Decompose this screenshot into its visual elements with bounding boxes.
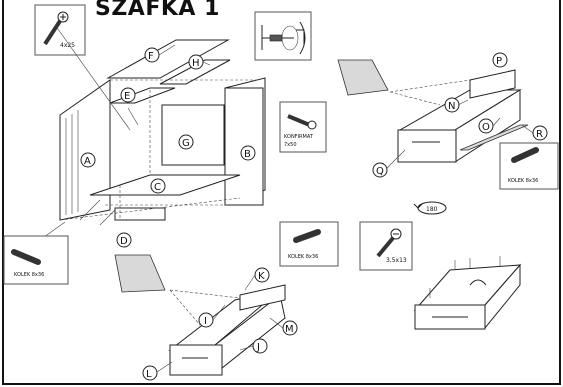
- part-label-b: B: [240, 145, 256, 161]
- rotate-180-label: 180: [426, 206, 438, 213]
- svg-text:E: E: [124, 91, 130, 102]
- drawer-front-q: [397, 129, 457, 163]
- part-label-d: D: [116, 232, 132, 248]
- part-label-k: K: [254, 267, 270, 283]
- screw-35x13-callout: 3,5x13: [359, 221, 413, 271]
- dowel-left-callout: KOLEK 8x36: [3, 235, 69, 285]
- part-label-f: F: [144, 47, 160, 63]
- glue-bottle-bottom: [114, 254, 166, 293]
- svg-text:H: H: [192, 58, 200, 69]
- svg-text:N: N: [448, 101, 455, 112]
- drawer-assembly-top: [337, 59, 529, 163]
- svg-text:J: J: [256, 342, 260, 353]
- part-label-n: N: [444, 97, 460, 113]
- svg-text:G: G: [182, 138, 190, 149]
- svg-text:L: L: [146, 369, 152, 380]
- drawer-assembly-bottom: [114, 254, 286, 376]
- drawer-back-k: [239, 284, 286, 311]
- svg-text:O: O: [482, 122, 490, 133]
- top-panel-f: [106, 39, 230, 79]
- side-panel-a: [59, 79, 111, 221]
- dowel-left-label: KOLEK 8x36: [14, 272, 44, 278]
- dowel-middle-label: KOLEK 8x36: [288, 254, 318, 260]
- konfirmat-size-label: 7x50: [284, 142, 297, 148]
- svg-text:A: A: [84, 156, 91, 167]
- dowel-middle-callout: KOLEK 8x36: [279, 221, 339, 267]
- shelf-e: [109, 87, 176, 104]
- part-label-h: H: [188, 54, 204, 70]
- svg-text:Q: Q: [376, 166, 384, 177]
- konfirmat-box: [279, 101, 327, 153]
- konfirmat-name-label: KONFIRMAT: [284, 134, 314, 140]
- dowel-right-label: KOLEK 8x36: [508, 178, 538, 184]
- page-title: SZAFKA 1: [95, 0, 220, 21]
- svg-text:M: M: [285, 324, 294, 335]
- screw-4x25-callout: 4x25: [34, 4, 86, 56]
- shelf-h: [159, 59, 231, 85]
- cam-detail-box: [254, 11, 312, 61]
- part-label-q: Q: [372, 162, 388, 178]
- part-label-i: I: [198, 312, 214, 328]
- rotate-180-icon: 180: [413, 201, 447, 215]
- dowel-right-callout: KOLEK 8x36: [499, 142, 559, 190]
- dowel-middle-box: [279, 221, 339, 267]
- svg-text:P: P: [496, 56, 502, 67]
- part-label-l: L: [142, 365, 158, 381]
- part-label-c: C: [150, 178, 166, 194]
- cam-detail: [254, 11, 312, 61]
- konfirmat-callout: KONFIRMAT 7x50: [279, 101, 327, 153]
- screw-icon: [43, 11, 69, 46]
- drawer-front-l: [169, 344, 223, 376]
- svg-text:F: F: [148, 51, 154, 62]
- part-label-p: P: [492, 52, 508, 68]
- part-label-o: O: [478, 118, 494, 134]
- svg-text:C: C: [154, 182, 161, 193]
- drawer-back-p: [469, 69, 516, 99]
- svg-text:R: R: [536, 129, 543, 140]
- part-label-e: E: [120, 87, 136, 103]
- part-label-m: M: [282, 320, 298, 336]
- svg-text:B: B: [244, 149, 251, 160]
- svg-text:I: I: [204, 316, 207, 327]
- svg-text:K: K: [258, 271, 265, 282]
- part-label-a: A: [80, 152, 96, 168]
- screw-4x25-label: 4x25: [60, 42, 75, 49]
- part-label-j: J: [252, 338, 268, 354]
- drawer-rail-r: [459, 124, 529, 151]
- screw-35x13-label: 3,5x13: [386, 257, 407, 264]
- part-label-r: R: [532, 125, 548, 141]
- svg-text:D: D: [120, 236, 128, 247]
- glue-bottle: [337, 59, 389, 96]
- back-panel-g: [161, 104, 225, 166]
- drawer-finished: [413, 256, 522, 330]
- plinth-d: [114, 207, 166, 221]
- part-label-g: G: [178, 134, 194, 150]
